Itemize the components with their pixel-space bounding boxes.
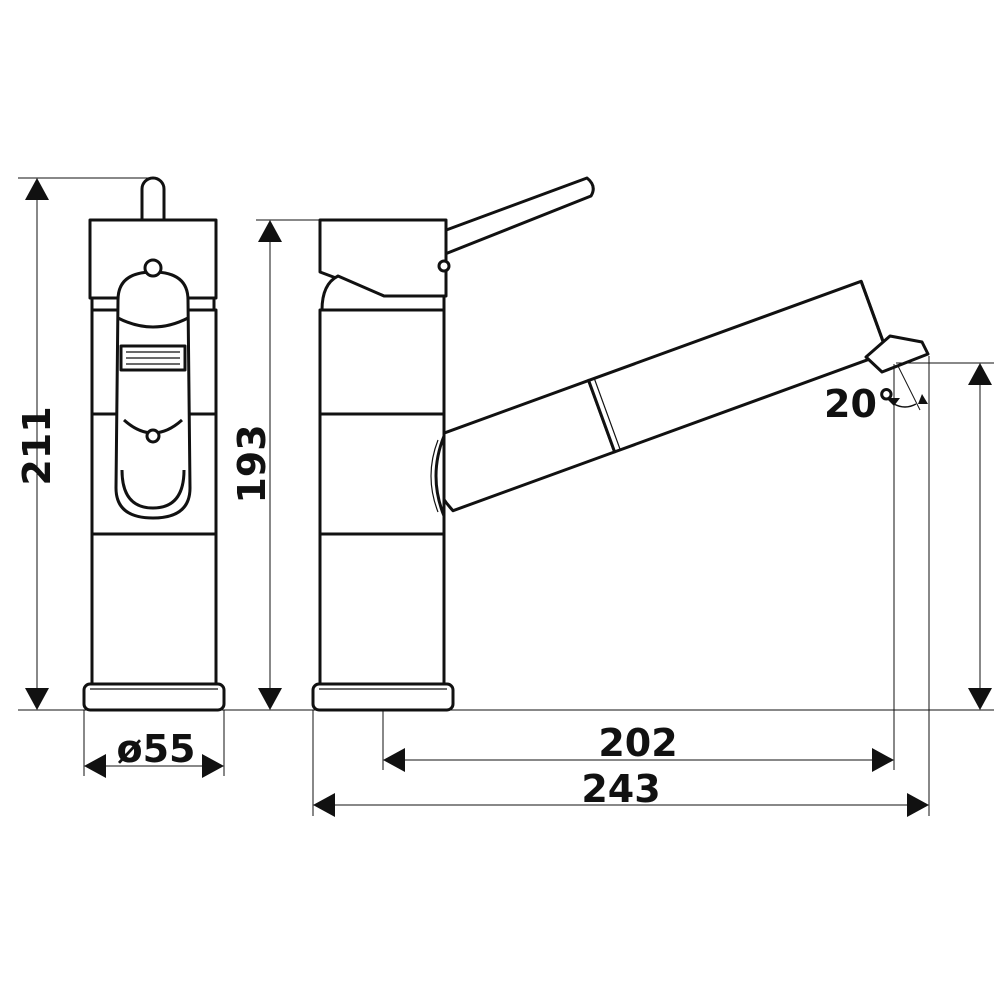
side-spout-rear: [425, 378, 617, 513]
side-body-upper: [318, 308, 446, 416]
side-lever: [428, 176, 595, 258]
side-body-lower: [318, 532, 446, 686]
dimension-base-diameter: ø55: [117, 727, 196, 771]
side-nozzle: [864, 334, 930, 374]
front-view: [82, 176, 226, 712]
side-dome: [320, 274, 446, 312]
side-body-middle: [318, 412, 446, 536]
dimension-body-height: 193: [230, 424, 274, 503]
dimension-total-height: 211: [15, 406, 59, 485]
front-spout: [114, 270, 192, 520]
dimension-lines: [18, 177, 994, 817]
dimension-spout-reach: 202: [598, 721, 677, 765]
front-body-lower: [90, 532, 218, 686]
dimension-spout-angle: 20°: [824, 382, 896, 426]
side-base: [311, 682, 455, 712]
front-base: [82, 682, 226, 712]
side-spout-head: [587, 279, 889, 454]
side-view: [311, 176, 930, 712]
dimension-total-length: 243: [581, 767, 660, 811]
